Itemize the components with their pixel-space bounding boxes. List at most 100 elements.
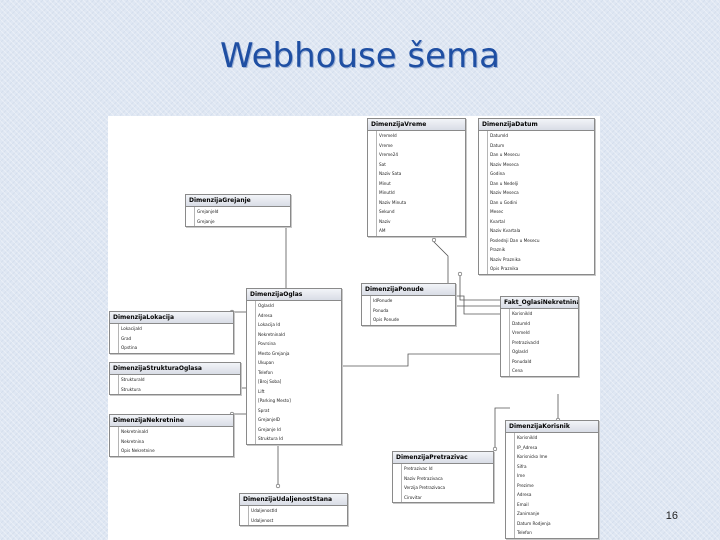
field-row[interactable]: PretrazivacId xyxy=(510,338,578,348)
field-row[interactable]: VremeId xyxy=(377,131,465,141)
field-row[interactable]: Grad xyxy=(119,334,233,344)
field-row[interactable]: GrejanjeID xyxy=(256,415,341,425)
table-header[interactable]: DimenzijaPretrazivac xyxy=(393,452,493,464)
field-row[interactable]: Dan u Mesecu xyxy=(488,150,594,160)
field-row[interactable]: Ime xyxy=(515,471,598,481)
field-row[interactable]: OglasId xyxy=(510,347,578,357)
table-header[interactable]: DimenzijaVreme xyxy=(368,119,465,131)
table-header[interactable]: DimenzijaNekretnine xyxy=(110,415,233,427)
field-row[interactable]: Naziv Minuta xyxy=(377,198,465,208)
field-row[interactable]: Naziv Meseca xyxy=(488,160,594,170)
field-row[interactable]: Naziv Praznika xyxy=(488,255,594,265)
field-row[interactable]: Praznik xyxy=(488,245,594,255)
table-header[interactable]: DimenzijaPonude xyxy=(362,284,455,296)
field-row[interactable]: Kvartal xyxy=(488,217,594,227)
field-row[interactable]: Ponuda xyxy=(371,306,455,316)
field-row[interactable]: Grejanje xyxy=(195,217,290,227)
table-header[interactable]: DimenzijaOglas xyxy=(247,289,341,301)
field-row[interactable]: Telefon xyxy=(256,368,341,378)
table-header[interactable]: DimenzijaDatum xyxy=(479,119,594,131)
field-row[interactable]: GrejanjeId xyxy=(195,207,290,217)
field-row[interactable]: Datum Rodjenja xyxy=(515,519,598,529)
field-row[interactable]: Naziv Sata xyxy=(377,169,465,179)
field-row[interactable]: KorisnikId xyxy=(515,433,598,443)
field-row[interactable]: VremeId xyxy=(510,328,578,338)
field-row[interactable]: NekretninaId xyxy=(119,427,233,437)
field-row[interactable]: Grejanje Id xyxy=(256,425,341,435)
field-row[interactable]: Mesec xyxy=(488,207,594,217)
field-row[interactable]: Minut xyxy=(377,179,465,189)
table-header[interactable]: DimenzijaGrejanje xyxy=(186,195,290,207)
field-row[interactable]: Mesto Grejanja xyxy=(256,349,341,359)
field-row[interactable]: Sekund xyxy=(377,207,465,217)
field-row[interactable]: IP_Adresa xyxy=(515,443,598,453)
field-row[interactable]: KorisnikId xyxy=(510,309,578,319)
field-row[interactable]: LokacijaId xyxy=(119,324,233,334)
field-row[interactable]: [Broj Soba] xyxy=(256,377,341,387)
field-row[interactable]: OglasId xyxy=(256,301,341,311)
field-row[interactable]: Naziv Pretrazivaca xyxy=(402,474,493,484)
field-row[interactable]: Poslednji Dan u Mesecu xyxy=(488,236,594,246)
field-row[interactable]: IdPonude xyxy=(371,296,455,306)
field-row[interactable]: Opstina xyxy=(119,343,233,353)
table-header[interactable]: DimenzijaLokacija xyxy=(110,312,233,324)
field-row[interactable]: PonudaId xyxy=(510,357,578,367)
field-row[interactable]: Datum xyxy=(488,141,594,151)
field-row[interactable]: Korisnicko Ime xyxy=(515,452,598,462)
field-row[interactable]: Dan u Nedelji xyxy=(488,179,594,189)
table-header[interactable]: DimenzijaUdaljenostStana xyxy=(240,494,347,506)
field-row[interactable]: NekretninaId xyxy=(256,330,341,340)
field-row[interactable]: Struktura xyxy=(119,385,240,395)
field-row[interactable]: Naziv Kvartala xyxy=(488,226,594,236)
field-row[interactable]: Udaljenost xyxy=(249,516,347,526)
field-row[interactable]: Godina xyxy=(488,169,594,179)
field-row[interactable]: Povrsina xyxy=(256,339,341,349)
field-row[interactable]: Opis Praznika xyxy=(488,264,594,274)
field-row[interactable]: Pretrazivac Id xyxy=(402,464,493,474)
table-header[interactable]: DimenzijaStrukturaOglasa xyxy=(110,363,240,375)
field-row[interactable]: Naziv xyxy=(377,217,465,227)
field-row[interactable]: Sifra xyxy=(515,462,598,472)
field-row[interactable]: Verzija Pretrazivaca xyxy=(402,483,493,493)
field-row[interactable]: Nekretnina xyxy=(119,437,233,447)
field-row[interactable]: DatumId xyxy=(488,131,594,141)
field-row[interactable]: DatumId xyxy=(510,319,578,329)
field-row[interactable]: Vreme xyxy=(377,141,465,151)
field-row[interactable]: Cena xyxy=(510,366,578,376)
field-row[interactable]: StrukturaId xyxy=(119,375,240,385)
field-row[interactable]: [Parking Mesto] xyxy=(256,396,341,406)
field-row[interactable]: Opis Nekretnine xyxy=(119,446,233,456)
field-row[interactable]: Lokacija Id xyxy=(256,320,341,330)
field-row[interactable]: UdaljenostId xyxy=(249,506,347,516)
field-row[interactable]: Zanimanje xyxy=(515,509,598,519)
field-row[interactable]: Cirovitar xyxy=(402,493,493,503)
field-row[interactable]: Naziv Meseca xyxy=(488,188,594,198)
field-row[interactable]: MinutId xyxy=(377,188,465,198)
field-row[interactable]: Lift xyxy=(256,387,341,397)
field-row[interactable]: AM xyxy=(377,226,465,236)
table-header[interactable]: DimenzijaKorisnik xyxy=(506,421,598,433)
field-row[interactable]: Dan u Godini xyxy=(488,198,594,208)
field-row[interactable]: Email xyxy=(515,500,598,510)
field-row[interactable]: Vreme24 xyxy=(377,150,465,160)
field-row[interactable]: Telefon xyxy=(515,528,598,538)
field-row[interactable]: Opis Ponude xyxy=(371,315,455,325)
field-row[interactable]: Adresa xyxy=(515,490,598,500)
field-row[interactable]: Sat xyxy=(377,160,465,170)
field-row[interactable]: Sprat xyxy=(256,406,341,416)
field-row[interactable]: Ukupan xyxy=(256,358,341,368)
field-row[interactable]: Adresa xyxy=(256,311,341,321)
field-row[interactable]: Struktura Id xyxy=(256,434,341,444)
